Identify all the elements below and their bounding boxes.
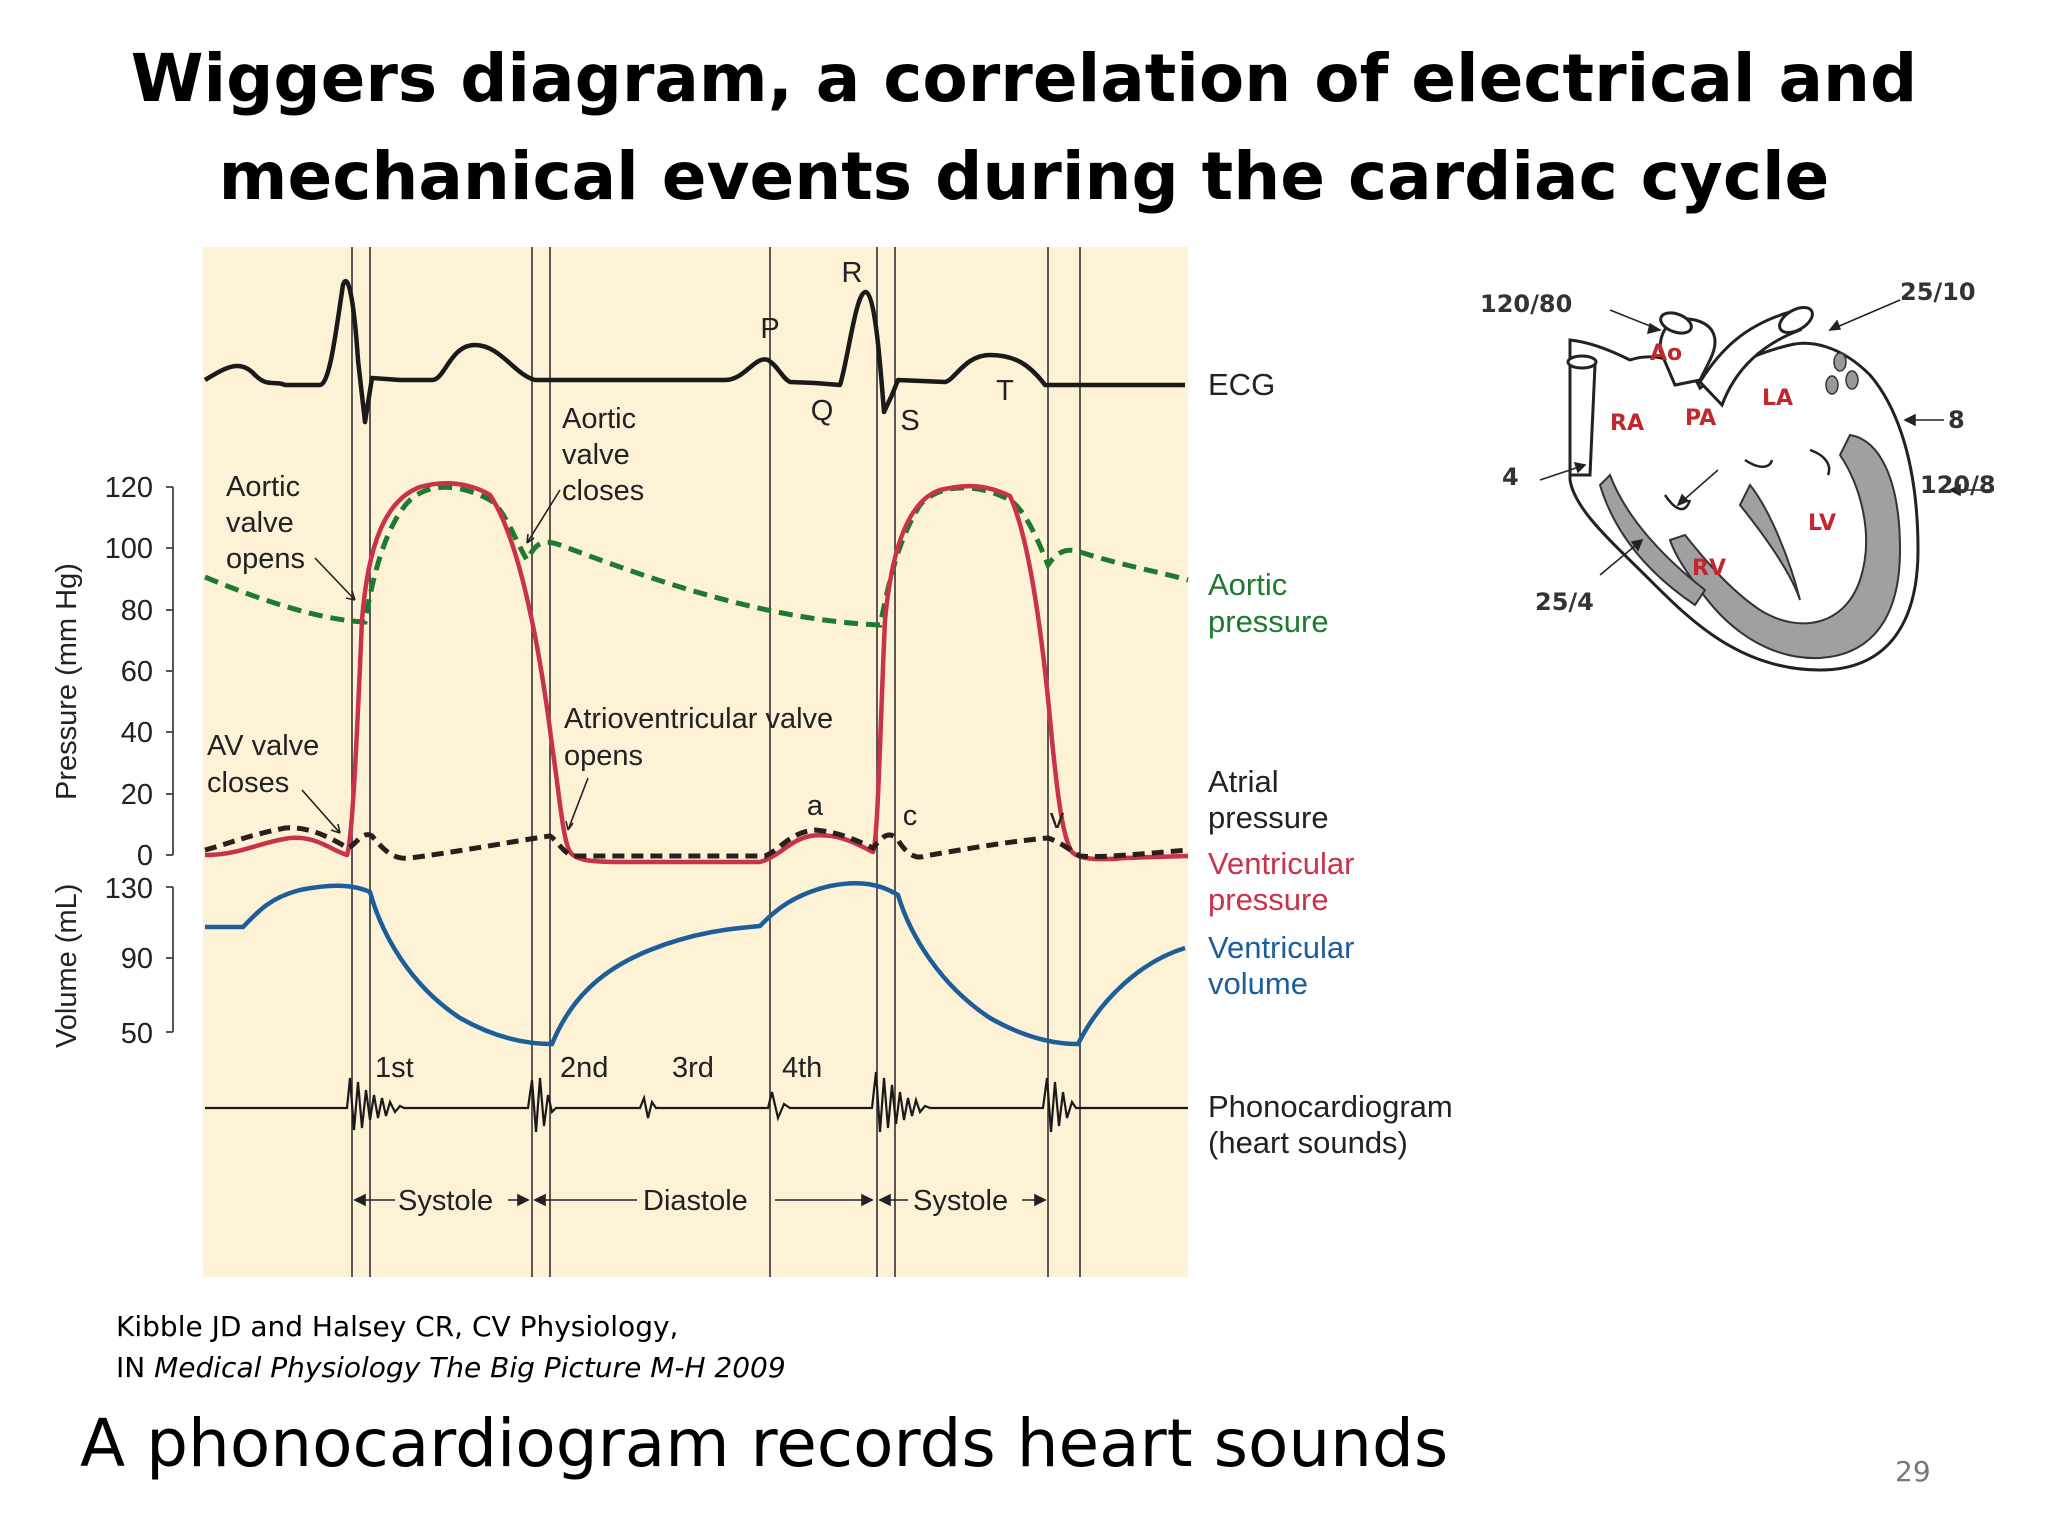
pressure-tick-label: 80 — [121, 595, 153, 627]
pressure-tick-label: 40 — [121, 717, 153, 749]
heart-sound-4th: 4th — [782, 1052, 822, 1084]
ecg-wave-r: R — [842, 257, 863, 289]
aorta-pressure: 120/80 — [1480, 290, 1572, 318]
heart-sound-2nd: 2nd — [560, 1052, 608, 1084]
aortic-pressure-label-1: Aortic — [1208, 567, 1287, 602]
chamber-pa: PA — [1685, 406, 1716, 431]
ecg-wave-p: P — [760, 313, 779, 345]
pressure-tick-label: 100 — [105, 533, 153, 565]
ventricular-pressure-label-1: Ventricular — [1208, 846, 1354, 881]
wiggers-diagram: 120 100 80 60 40 20 0 130 90 50 Pressure… — [51, 247, 1453, 1277]
ventricular-volume-curve — [205, 880, 1186, 1047]
atrial-wave-a: a — [807, 790, 824, 822]
atrial-wave-v: v — [1050, 803, 1065, 835]
aortic-opens-label-3: opens — [226, 543, 305, 575]
chamber-ra: RA — [1610, 411, 1644, 436]
citation-prefix: IN — [116, 1351, 155, 1384]
left-ventricle-pressure: 120/8 — [1920, 471, 1996, 499]
phonocardiogram-trace — [205, 1071, 1188, 1133]
volume-axis — [166, 886, 174, 1033]
av-opens-label-1: Atrioventricular valve — [564, 703, 833, 735]
aortic-closes-label-2: valve — [562, 439, 630, 471]
citation-line-2: IN Medical Physiology The Big Picture M-… — [116, 1347, 786, 1388]
right-atrium-pressure: 4 — [1502, 463, 1519, 491]
phonocardiogram-label-1: Phonocardiogram — [1208, 1089, 1453, 1124]
ventricular-volume-label-1: Ventricular — [1208, 930, 1354, 965]
pressure-axis — [166, 486, 174, 856]
pressure-tick-label: 120 — [105, 472, 153, 504]
phonocardiogram-label-2: (heart sounds) — [1208, 1125, 1408, 1160]
volume-tick-label: 130 — [105, 873, 153, 905]
right-ventricle-pressure: 25/4 — [1535, 588, 1594, 616]
phase-systole-2: Systole — [913, 1185, 1008, 1217]
left-atrium-pressure: 8 — [1948, 406, 1965, 434]
ecg-wave-s: S — [900, 405, 919, 437]
ecg-wave-t: T — [996, 375, 1014, 407]
chamber-lv: LV — [1808, 511, 1836, 536]
pulmonary-veins — [1825, 352, 1859, 395]
atrial-pressure-label-2: pressure — [1208, 800, 1329, 835]
av-closes-label-2: closes — [207, 767, 289, 799]
aortic-pressure-label-2: pressure — [1208, 604, 1329, 639]
heart-sound-1st: 1st — [375, 1052, 414, 1084]
ventricular-volume-label-2: volume — [1208, 966, 1308, 1001]
annotation-pointers — [301, 489, 589, 834]
valves — [1663, 448, 1831, 511]
av-opens-label-2: opens — [564, 740, 643, 772]
atrial-pressure-label-1: Atrial — [1208, 764, 1279, 799]
ecg-wave-q: Q — [811, 395, 834, 427]
page-number: 29 — [1895, 1455, 1931, 1488]
left-ventricle-wall — [1668, 433, 1902, 660]
aortic-opens-label-1: Aortic — [226, 471, 300, 503]
pressure-tick-label: 0 — [137, 840, 153, 872]
aorta — [1658, 317, 1717, 387]
pressure-tick-label: 20 — [121, 779, 153, 811]
aorta-opening — [1659, 311, 1693, 335]
pressure-pointers — [1539, 299, 1994, 576]
av-closes-label-1: AV valve — [207, 730, 319, 762]
chamber-rv: RV — [1692, 556, 1726, 581]
volume-tick-label: 90 — [121, 943, 153, 975]
pressure-axis-label: Pressure (mm Hg) — [51, 563, 83, 800]
volume-axis-label: Volume (mL) — [51, 884, 83, 1048]
septum — [1738, 483, 1801, 601]
pulmonary-artery-opening — [1778, 306, 1814, 334]
volume-tick-label: 50 — [121, 1018, 153, 1050]
aortic-closes-label-1: Aortic — [562, 403, 636, 435]
vena-cava-opening — [1566, 354, 1598, 370]
phase-arrows — [353, 1193, 1047, 1207]
aortic-pressure-curve — [204, 484, 1189, 628]
phase-systole-1: Systole — [398, 1185, 493, 1217]
ecg-trace — [203, 278, 1185, 425]
atrial-wave-c: c — [903, 800, 918, 832]
right-ventricle-wall — [1598, 473, 1707, 607]
citation: Kibble JD and Halsey CR, CV Physiology, … — [116, 1306, 786, 1388]
citation-line-1: Kibble JD and Halsey CR, CV Physiology, — [116, 1310, 679, 1343]
aortic-opens-label-2: valve — [226, 507, 294, 539]
heart-sound-3rd: 3rd — [672, 1052, 714, 1084]
pulmonary-artery-pressure: 25/10 — [1900, 278, 1976, 306]
chamber-ao: Ao — [1650, 341, 1682, 366]
pressure-tick-label: 60 — [121, 656, 153, 688]
aortic-closes-label-3: closes — [562, 475, 644, 507]
diagram-panel — [203, 247, 1188, 1277]
ecg-label: ECG — [1208, 367, 1275, 402]
footer-statement: A phonocardiogram records heart sounds — [80, 1405, 1449, 1482]
ventricular-pressure-label-2: pressure — [1208, 882, 1329, 917]
ventricular-pressure-curve — [204, 481, 1189, 865]
vena-cava — [1568, 358, 1597, 477]
slide-title: Wiggers diagram, a correlation of electr… — [130, 40, 1918, 215]
citation-source: Medical Physiology The Big Picture M-H 2… — [154, 1351, 786, 1384]
phase-diastole: Diastole — [643, 1185, 748, 1217]
chamber-la: LA — [1762, 386, 1793, 411]
heart-pressure-schematic: 120/80 25/10 8 4 120/8 25/4 Ao RA PA LA … — [1480, 278, 1996, 672]
atrial-pressure-curve — [204, 825, 1189, 861]
